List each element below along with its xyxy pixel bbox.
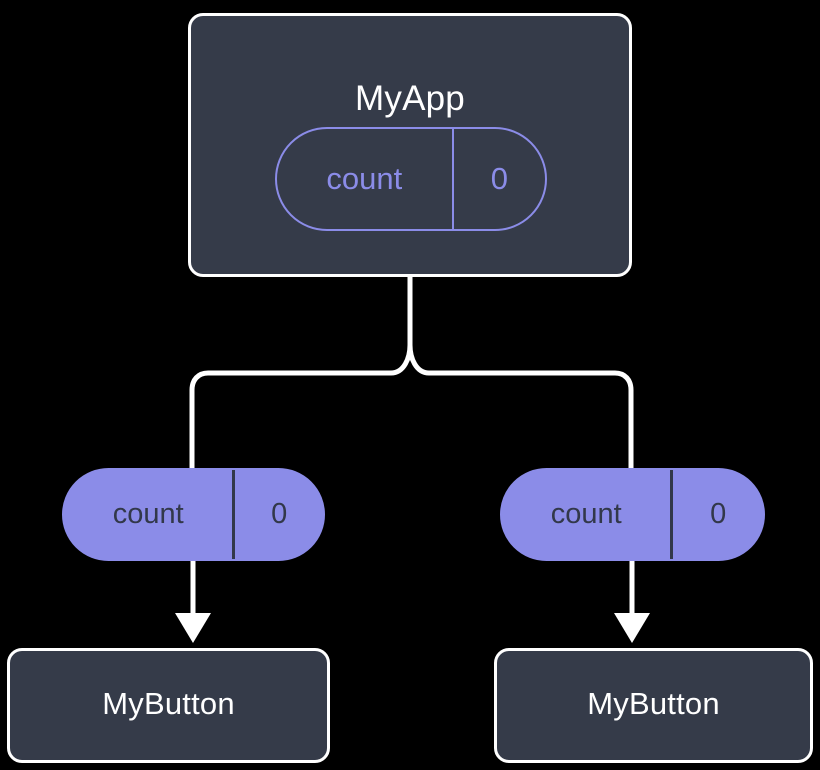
component-node-mybutton-2[interactable]: MyButton — [494, 648, 813, 763]
fork-connector-left — [189, 342, 413, 471]
mybutton-label: MyButton — [102, 686, 235, 721]
state-pill-child-1-count[interactable]: count 0 — [62, 468, 325, 561]
arrow-head-right — [614, 613, 650, 643]
state-pill-myapp-count[interactable]: count 0 — [275, 127, 547, 231]
component-node-myapp[interactable]: MyApp — [188, 13, 632, 277]
state-pill-name: count — [326, 161, 403, 196]
state-pill-child-2-count[interactable]: count 0 — [500, 468, 765, 561]
fork-connector — [407, 274, 634, 471]
myapp-label: MyApp — [355, 79, 465, 118]
state-pill-value: 0 — [232, 470, 323, 559]
component-node-mybutton-1[interactable]: MyButton — [7, 648, 330, 763]
arrow-head-left — [175, 613, 211, 643]
state-pill-name: count — [112, 498, 184, 530]
mybutton-label: MyButton — [587, 686, 720, 721]
state-pill-value: 0 — [451, 129, 545, 229]
state-pill-value: 0 — [670, 470, 763, 559]
state-pill-name: count — [550, 498, 622, 530]
